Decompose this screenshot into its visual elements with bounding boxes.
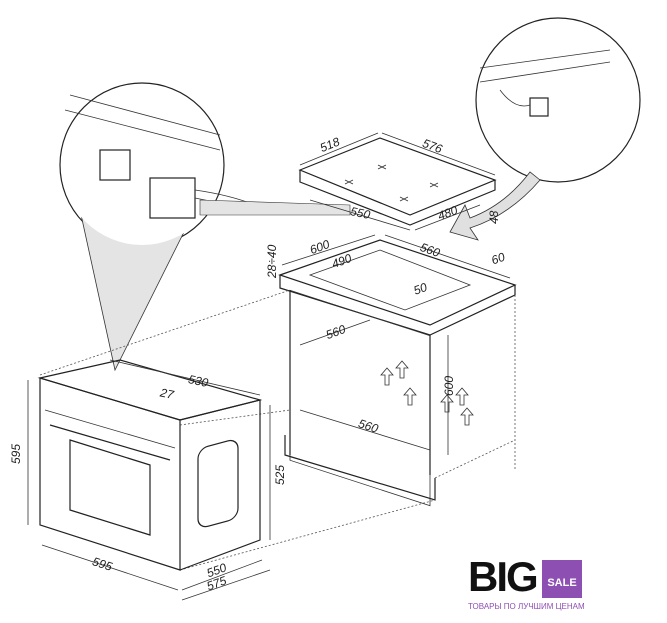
- dim-cabinet-560: 560: [418, 240, 442, 260]
- dim-gap-60: 60: [489, 250, 507, 268]
- dim-cabinet-600: 600: [308, 237, 332, 257]
- terminal-icon: [529, 97, 549, 117]
- dim-hob-height: 48: [487, 210, 501, 224]
- dim-cabinet-height: 600: [442, 376, 456, 396]
- dim-oven-height: 595: [9, 444, 23, 464]
- dim-hob-width: 518: [318, 134, 342, 155]
- dim-gap-27: 27: [158, 385, 176, 402]
- dim-inner-560-bottom: 560: [357, 416, 381, 436]
- dim-hob-depth: 576: [421, 136, 445, 156]
- dim-oven-width: 595: [91, 554, 115, 574]
- dim-cutout-480: 480: [436, 203, 460, 223]
- dim-inner-560-top: 560: [324, 322, 348, 342]
- dim-edge-50: 50: [412, 280, 430, 298]
- bigsale-logo: BIG SALE ТОВАРЫ ПО ЛУЧШИМ ЦЕНАМ: [468, 553, 608, 612]
- logo-tagline: ТОВАРЫ ПО ЛУЧШИМ ЦЕНАМ: [468, 602, 585, 611]
- oven-front: [39, 377, 181, 571]
- dim-oven-550: 550: [205, 560, 229, 580]
- dim-oven-depth: 530: [187, 372, 210, 390]
- logo-sale-badge: SALE: [542, 560, 582, 598]
- dim-oven-525: 525: [273, 465, 287, 485]
- arrow-icon: [449, 171, 541, 241]
- logo-brand: BIG: [468, 553, 539, 600]
- socket-icon: [99, 149, 131, 181]
- oven-window: [69, 439, 151, 536]
- dim-cut-490: 490: [330, 251, 354, 271]
- dim-oven-575: 575: [205, 573, 229, 593]
- dim-cutout-550: 550: [349, 204, 372, 222]
- wiring-callout: [475, 17, 641, 183]
- dim-top-thickness: 28÷40: [265, 244, 279, 279]
